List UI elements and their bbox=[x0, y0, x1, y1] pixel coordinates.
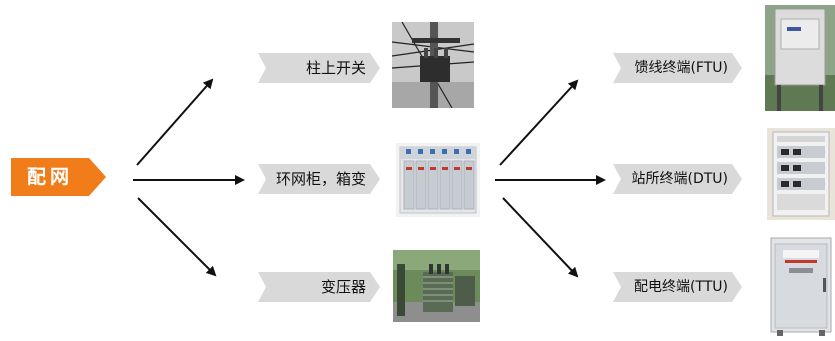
device-label: 柱上开关 bbox=[305, 59, 366, 77]
device-label: 变压器 bbox=[320, 278, 366, 296]
arrow-to-ftu bbox=[499, 79, 579, 166]
arrow-to-transformer bbox=[137, 197, 217, 277]
dtu-cabinet-photo bbox=[767, 128, 835, 220]
arrow-to-ttu bbox=[502, 197, 579, 278]
terminal-label: 站所终端(DTU) bbox=[631, 171, 728, 187]
root-node: 配网 bbox=[11, 158, 106, 196]
device-tag-transformer: 变压器 bbox=[258, 272, 380, 302]
terminal-tag-dtu: 站所终端(DTU) bbox=[613, 164, 742, 194]
terminal-label: 馈线终端(FTU) bbox=[634, 60, 728, 76]
pole-switch-photo bbox=[392, 22, 474, 108]
device-tag-pole-switch: 柱上开关 bbox=[258, 53, 380, 83]
arrow-to-pole-switch bbox=[136, 78, 214, 166]
root-tag-shape bbox=[11, 158, 106, 196]
terminal-label: 配电终端(TTU) bbox=[633, 279, 728, 295]
ftu-cabinet-photo bbox=[765, 5, 835, 111]
device-label: 环网柜，箱变 bbox=[275, 170, 366, 188]
root-label: 配网 bbox=[26, 166, 73, 188]
terminal-tag-ftu: 馈线终端(FTU) bbox=[613, 53, 742, 83]
device-tag-ring-main: 环网柜，箱变 bbox=[258, 164, 380, 194]
ttu-cabinet-photo bbox=[767, 236, 835, 336]
ring-main-unit-photo bbox=[396, 143, 480, 217]
transformer-photo bbox=[393, 250, 480, 322]
terminal-tag-ttu: 配电终端(TTU) bbox=[613, 272, 742, 302]
